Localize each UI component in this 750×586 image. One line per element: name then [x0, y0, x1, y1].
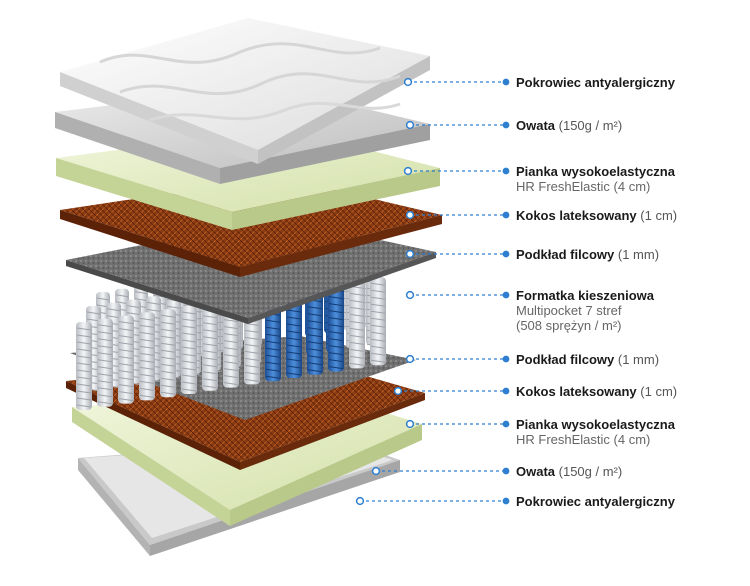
leader — [355, 496, 510, 506]
leader — [405, 419, 510, 429]
leader — [405, 249, 510, 259]
leader — [371, 466, 510, 476]
spring-coil — [370, 277, 386, 366]
label-top-wadding: Owata (150g / m²) — [516, 118, 623, 133]
leader — [393, 386, 510, 396]
spring-coil — [160, 309, 176, 398]
spring-coil — [307, 286, 323, 375]
leader — [405, 120, 510, 130]
leader — [405, 354, 510, 364]
spring-coil — [223, 299, 239, 388]
label-top-felt: Podkład filcowy (1 mm) — [516, 247, 660, 262]
spring-coil — [328, 283, 344, 372]
leader — [405, 290, 510, 300]
spring-coil — [97, 318, 113, 407]
leader-lines — [355, 77, 510, 506]
label-top-cover: Pokrowiec antyalergiczny — [516, 75, 675, 90]
leader — [403, 166, 510, 176]
leader — [403, 77, 510, 87]
leader — [405, 210, 510, 220]
spring-coil — [118, 315, 134, 404]
label-bottom-coconut: Kokos lateksowany (1 cm) — [516, 384, 678, 399]
label-top-coconut: Kokos lateksowany (1 cm) — [516, 208, 678, 223]
label-bottom-cover: Pokrowiec antyalergiczny — [516, 494, 675, 509]
spring-coil — [202, 302, 218, 391]
layer-top-cover — [60, 18, 430, 164]
spring-coil — [139, 312, 155, 401]
spring-coil — [76, 322, 92, 410]
spring-coil — [349, 280, 365, 369]
spring-coil — [181, 306, 197, 394]
label-bottom-felt: Podkład filcowy (1 mm) — [516, 352, 660, 367]
label-bottom-wadding: Owata (150g / m²) — [516, 464, 623, 479]
